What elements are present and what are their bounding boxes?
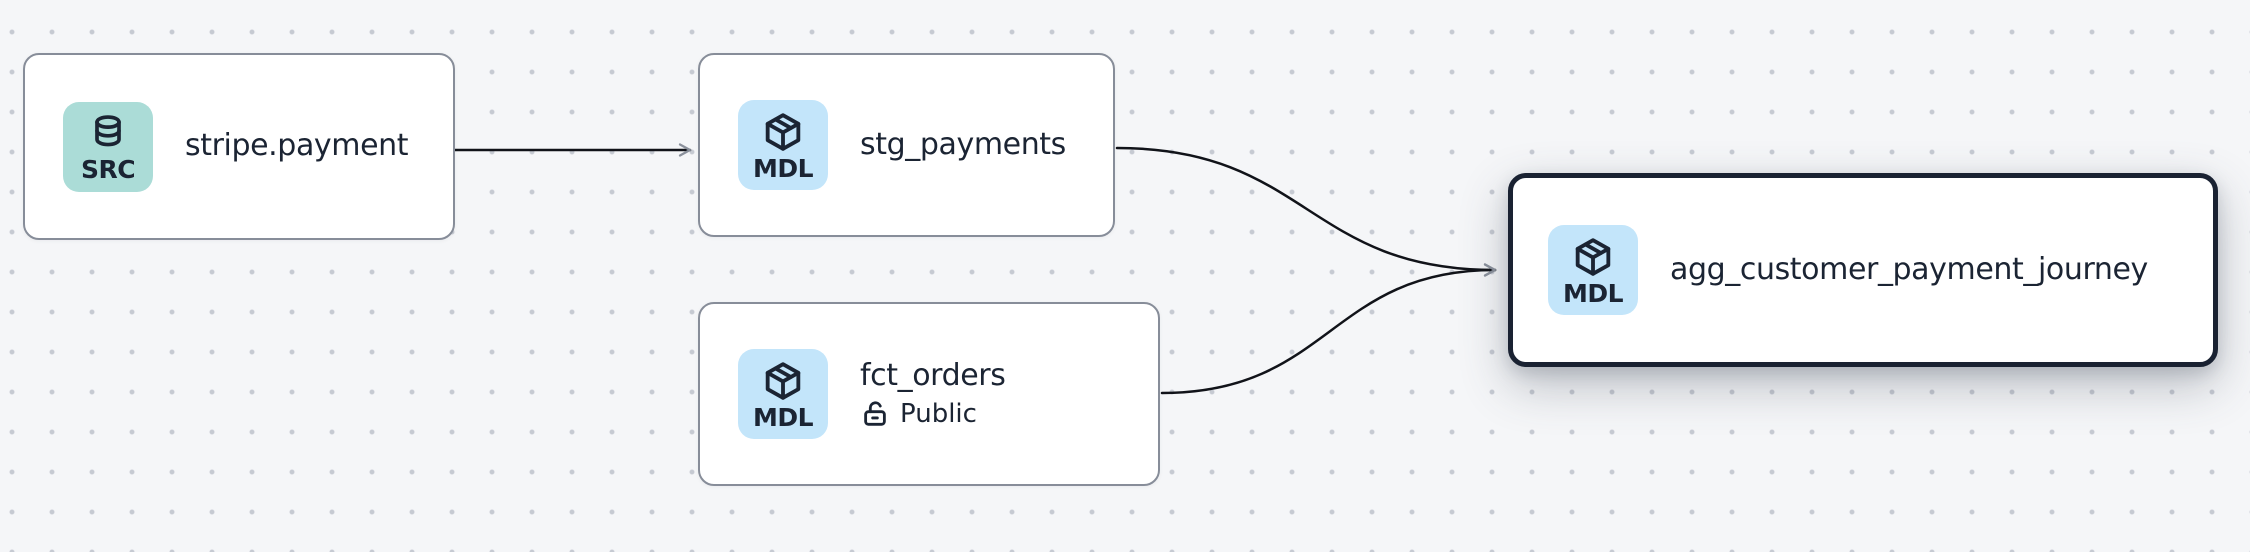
badge-label: MDL xyxy=(1562,279,1624,308)
node-title: stripe.payment xyxy=(185,128,409,164)
node-stripe-payment[interactable]: SRC stripe.payment xyxy=(23,53,455,240)
source-badge: SRC xyxy=(63,101,153,192)
cube-icon xyxy=(765,113,801,151)
node-title: stg_payments xyxy=(860,126,1066,162)
node-title: agg_customer_payment_journey xyxy=(1670,251,2148,287)
unlock-icon xyxy=(864,401,886,426)
badge-label: MDL xyxy=(752,403,814,432)
access-label: Public xyxy=(900,399,977,430)
node-text-block: fct_orders Public xyxy=(860,357,1006,430)
badge-label: MDL xyxy=(752,154,814,183)
model-badge: MDL xyxy=(738,349,828,439)
cube-icon xyxy=(765,362,801,400)
badge-label: SRC xyxy=(80,154,136,184)
node-stg-payments[interactable]: MDL stg_payments xyxy=(698,53,1115,237)
edge-fct-orders-to-agg-journey[interactable] xyxy=(1160,263,1497,395)
node-title: fct_orders xyxy=(860,357,1006,393)
edge-stg-payments-to-agg-journey[interactable] xyxy=(1115,146,1497,277)
model-badge: MDL xyxy=(1548,225,1638,315)
node-fct-orders[interactable]: MDL fct_orders Public xyxy=(698,302,1160,486)
node-agg-customer-payment-journey[interactable]: MDL agg_customer_payment_journey xyxy=(1508,173,2218,367)
database-icon xyxy=(95,114,121,146)
access-badge: Public xyxy=(860,399,1005,429)
cube-icon xyxy=(1575,238,1611,276)
model-badge: MDL xyxy=(738,100,828,190)
